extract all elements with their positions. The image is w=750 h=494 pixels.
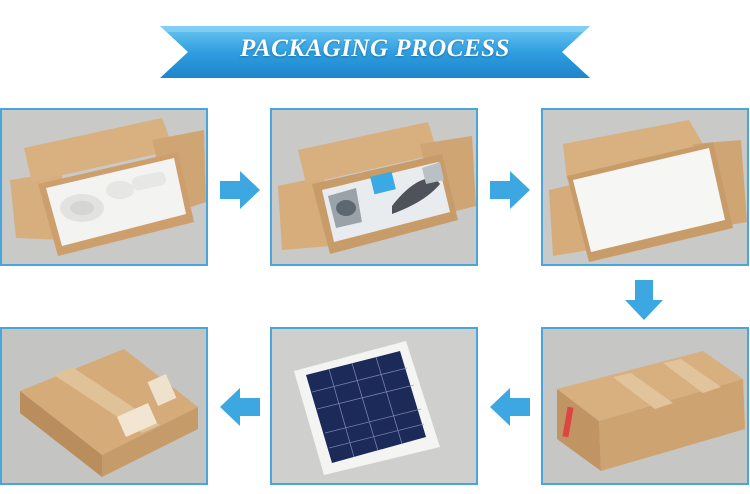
open-carton-foam-image xyxy=(2,110,206,264)
step-6-photo xyxy=(0,327,208,485)
sealed-outer-carton-image xyxy=(2,329,206,483)
arrow-down-icon xyxy=(625,280,663,320)
step-4-photo xyxy=(541,327,749,485)
step-2-photo xyxy=(270,108,478,266)
arrow-right-icon xyxy=(490,171,530,209)
step-1-photo xyxy=(0,108,208,266)
carton-with-components-image xyxy=(272,110,476,264)
step-3-photo xyxy=(541,108,749,266)
arrow-left-icon xyxy=(220,388,260,426)
step-5-photo xyxy=(270,327,478,485)
title-banner: PACKAGING PROCESS xyxy=(160,18,590,80)
arrow-left-icon xyxy=(490,388,530,426)
foam-cover-on-top-image xyxy=(543,110,747,264)
solar-panel-image xyxy=(272,329,476,483)
ribbon-shape xyxy=(160,26,590,78)
taped-carton-image xyxy=(543,329,747,483)
page-title: PACKAGING PROCESS xyxy=(240,35,510,62)
arrow-right-icon xyxy=(220,171,260,209)
